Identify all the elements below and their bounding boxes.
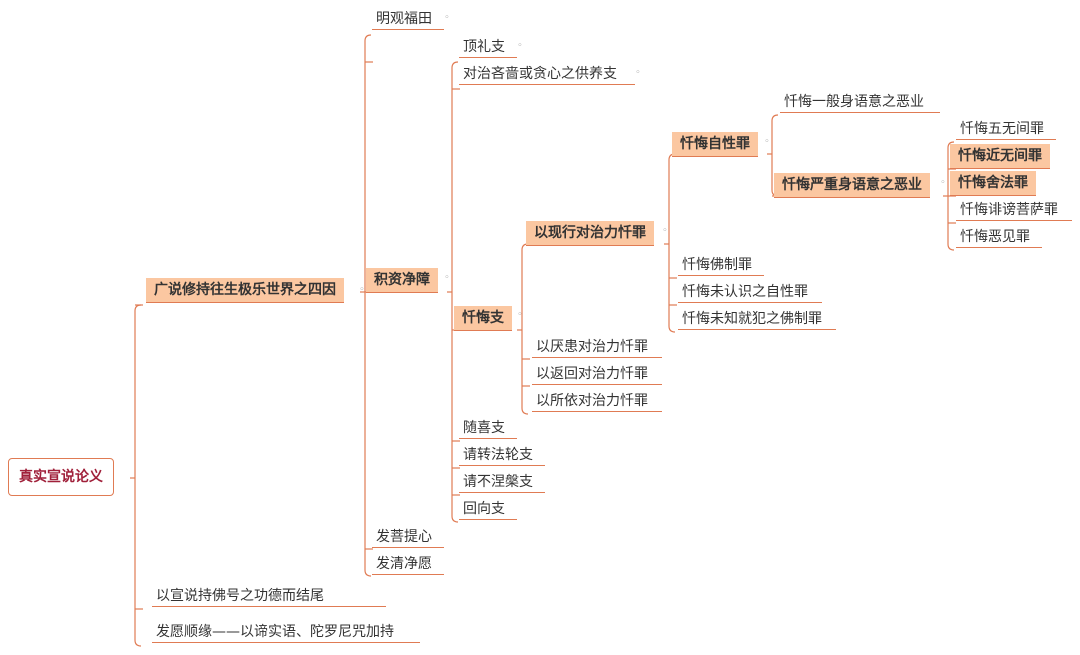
node-visualize-field[interactable]: 明观福田 bbox=[372, 9, 444, 30]
root-node[interactable]: 真实宣说论义 bbox=[8, 458, 114, 496]
node-prostration[interactable]: 顶礼支 bbox=[459, 37, 517, 58]
node-five-heinous[interactable]: 忏悔五无间罪 bbox=[956, 119, 1056, 140]
node-aspiration-blessing[interactable]: 发愿顺缘——以谛实语、陀罗尼咒加持 bbox=[152, 622, 420, 643]
collapse-marker-7[interactable]: ◦ bbox=[662, 226, 668, 236]
node-rejoicing[interactable]: 随喜支 bbox=[459, 418, 517, 439]
node-abandon-dharma[interactable]: 忏悔舍法罪 bbox=[950, 171, 1036, 196]
node-actual-remedy[interactable]: 以现行对治力忏罪 bbox=[526, 221, 654, 246]
collapse-marker-1[interactable]: ◦ bbox=[444, 13, 450, 23]
node-near-heinous[interactable]: 忏悔近无间罪 bbox=[950, 144, 1050, 169]
branch-curve-bottom-2 bbox=[451, 515, 459, 523]
collapse-marker-6[interactable]: ◦ bbox=[517, 310, 523, 320]
node-support-remedy[interactable]: 以所依对治力忏罪 bbox=[532, 391, 662, 412]
collapse-marker-8[interactable]: ◦ bbox=[764, 137, 770, 147]
branch-curve-bottom-3 bbox=[521, 407, 529, 415]
node-turning-remedy[interactable]: 以返回对治力忏罪 bbox=[532, 364, 662, 385]
node-precept-misdeeds[interactable]: 忏悔佛制罪 bbox=[678, 255, 764, 276]
node-regret-remedy[interactable]: 以厌患对治力忏罪 bbox=[532, 337, 662, 358]
collapse-marker-5[interactable]: ◦ bbox=[444, 273, 450, 283]
branch-curve-top-2 bbox=[451, 61, 459, 69]
branch-curve-top-5 bbox=[771, 114, 779, 122]
collapse-marker-9[interactable]: ◦ bbox=[940, 178, 946, 188]
node-slander-bodhisattva[interactable]: 忏悔诽谤菩萨罪 bbox=[956, 200, 1072, 221]
node-four-causes[interactable]: 广说修持往生极乐世界之四因 bbox=[146, 278, 344, 303]
node-offering[interactable]: 对治吝啬或贪心之供养支 bbox=[459, 64, 635, 85]
node-dedication[interactable]: 回向支 bbox=[459, 499, 517, 520]
node-pure-aspiration[interactable]: 发清净愿 bbox=[372, 554, 444, 575]
branch-curve-top-0 bbox=[134, 304, 142, 312]
node-natural-misdeeds[interactable]: 忏悔自性罪 bbox=[672, 132, 758, 157]
node-confession[interactable]: 忏悔支 bbox=[454, 306, 512, 331]
node-severe-misdeeds[interactable]: 忏悔严重身语意之恶业 bbox=[774, 173, 930, 198]
node-ordinary-misdeeds[interactable]: 忏悔一般身语意之恶业 bbox=[780, 92, 940, 113]
node-wrong-view[interactable]: 忏悔恶见罪 bbox=[956, 227, 1042, 248]
node-conclusion-merit[interactable]: 以宣说持佛号之功德而结尾 bbox=[152, 586, 386, 607]
branch-curve-bottom-6 bbox=[947, 243, 955, 251]
branch-curve-bottom-4 bbox=[668, 325, 676, 333]
collapse-marker-3[interactable]: ◦ bbox=[635, 68, 641, 78]
node-unknowing-precept-misdeeds[interactable]: 忏悔未知就犯之佛制罪 bbox=[678, 309, 836, 330]
branch-curve-top-6 bbox=[947, 141, 955, 149]
node-bodhicitta[interactable]: 发菩提心 bbox=[372, 527, 444, 548]
branch-curve-bottom-0 bbox=[134, 639, 142, 647]
branch-curve-bottom-1 bbox=[364, 569, 372, 577]
branch-curve-top-1 bbox=[364, 34, 372, 42]
collapse-marker-4[interactable]: ◦ bbox=[359, 285, 365, 295]
collapse-marker-2[interactable]: ◦ bbox=[517, 41, 523, 51]
node-request-remain[interactable]: 请不涅槃支 bbox=[459, 472, 545, 493]
node-accumulate-purify[interactable]: 积资净障 bbox=[366, 268, 438, 293]
node-unrecognized-misdeeds[interactable]: 忏悔未认识之自性罪 bbox=[678, 282, 822, 303]
node-request-teaching[interactable]: 请转法轮支 bbox=[459, 445, 545, 466]
